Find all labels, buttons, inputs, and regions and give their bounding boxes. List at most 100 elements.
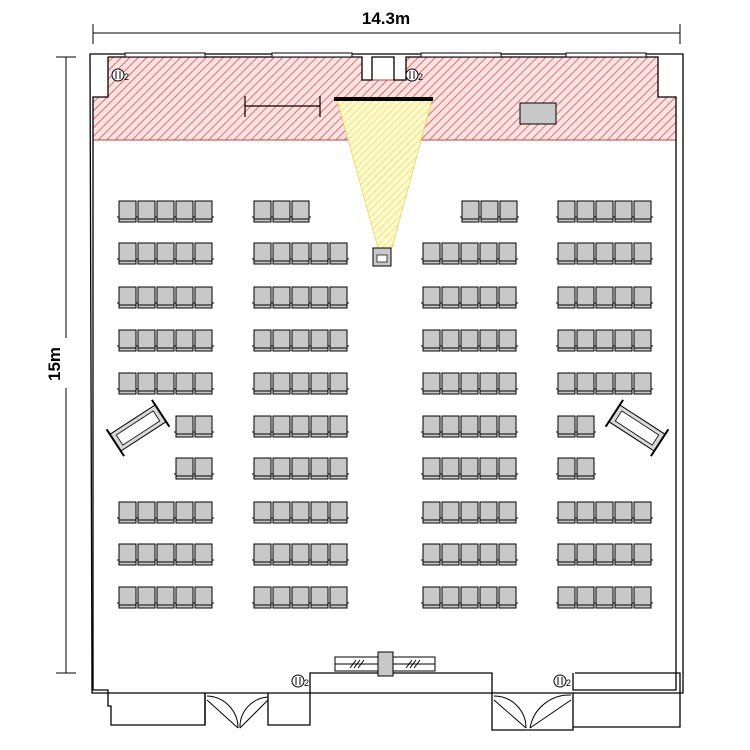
svg-text:2: 2	[124, 72, 129, 82]
seat	[633, 286, 652, 309]
seat	[253, 286, 272, 309]
seat-row	[556, 586, 653, 609]
height-label: 15m	[45, 347, 64, 381]
tel-outlet-icon: 2	[111, 68, 129, 82]
seat	[460, 329, 479, 352]
seat	[595, 586, 614, 609]
seat	[498, 415, 517, 438]
seat	[137, 372, 156, 395]
seat-row	[556, 329, 653, 352]
projection-screen	[334, 97, 433, 101]
stage-rail	[244, 96, 321, 117]
seat	[557, 329, 576, 352]
seat	[194, 286, 213, 309]
entrance-door-right[interactable]	[493, 694, 572, 729]
seat	[614, 286, 633, 309]
seat	[422, 242, 441, 265]
seat	[595, 543, 614, 566]
seat	[576, 501, 595, 524]
seat-row	[117, 586, 214, 609]
seat	[194, 543, 213, 566]
seat	[272, 415, 291, 438]
seat	[595, 242, 614, 265]
seat	[291, 543, 310, 566]
seat-row	[117, 543, 214, 566]
seat	[175, 242, 194, 265]
width-dimension: 14.3m	[92, 5, 681, 44]
seat	[499, 200, 518, 223]
seat-row	[117, 242, 214, 265]
seat-row	[252, 501, 349, 524]
seat	[310, 415, 329, 438]
seat	[576, 543, 595, 566]
seat	[461, 200, 480, 223]
seat	[272, 242, 291, 265]
seat	[633, 501, 652, 524]
seat-row	[556, 415, 596, 438]
seat	[557, 457, 576, 480]
seat	[595, 200, 614, 223]
seat	[329, 457, 348, 480]
seat	[576, 372, 595, 395]
entrance-door-left[interactable]	[206, 695, 269, 729]
lectern	[519, 102, 557, 125]
seat-row	[174, 415, 214, 438]
seat-row	[252, 200, 311, 223]
seat	[291, 415, 310, 438]
seat	[194, 200, 213, 223]
seat	[137, 329, 156, 352]
seat	[118, 242, 137, 265]
seat	[441, 457, 460, 480]
seat	[614, 501, 633, 524]
seat-row	[252, 286, 349, 309]
seat	[175, 543, 194, 566]
seat	[253, 329, 272, 352]
seat	[272, 543, 291, 566]
seat	[498, 501, 517, 524]
seat	[194, 242, 213, 265]
seat	[291, 242, 310, 265]
seat-row	[117, 200, 214, 223]
seat	[422, 415, 441, 438]
seat-row	[421, 286, 518, 309]
seat	[291, 329, 310, 352]
seat	[329, 329, 348, 352]
projector	[372, 247, 392, 267]
seat-row	[556, 286, 653, 309]
seat-row	[421, 457, 518, 480]
seat-row	[421, 501, 518, 524]
seat	[175, 286, 194, 309]
seat-row	[421, 543, 518, 566]
seat	[253, 242, 272, 265]
seat-row	[460, 200, 519, 223]
seat	[460, 242, 479, 265]
seat	[272, 501, 291, 524]
seat	[194, 457, 213, 480]
seat-row	[556, 501, 653, 524]
seat	[633, 543, 652, 566]
seat-row	[421, 372, 518, 395]
seat	[441, 372, 460, 395]
seat	[460, 457, 479, 480]
seat-row	[252, 457, 349, 480]
seat	[498, 586, 517, 609]
seat-row	[117, 329, 214, 352]
seat	[329, 372, 348, 395]
seat	[576, 242, 595, 265]
seat	[498, 372, 517, 395]
seat	[479, 586, 498, 609]
seat	[557, 415, 576, 438]
side-table-right	[604, 399, 670, 457]
seat	[614, 372, 633, 395]
seat	[175, 586, 194, 609]
seat	[576, 415, 595, 438]
seat	[310, 372, 329, 395]
seat	[479, 329, 498, 352]
seat	[156, 586, 175, 609]
seat	[422, 501, 441, 524]
seat	[614, 329, 633, 352]
seat	[441, 543, 460, 566]
seat	[175, 415, 194, 438]
seat	[310, 329, 329, 352]
